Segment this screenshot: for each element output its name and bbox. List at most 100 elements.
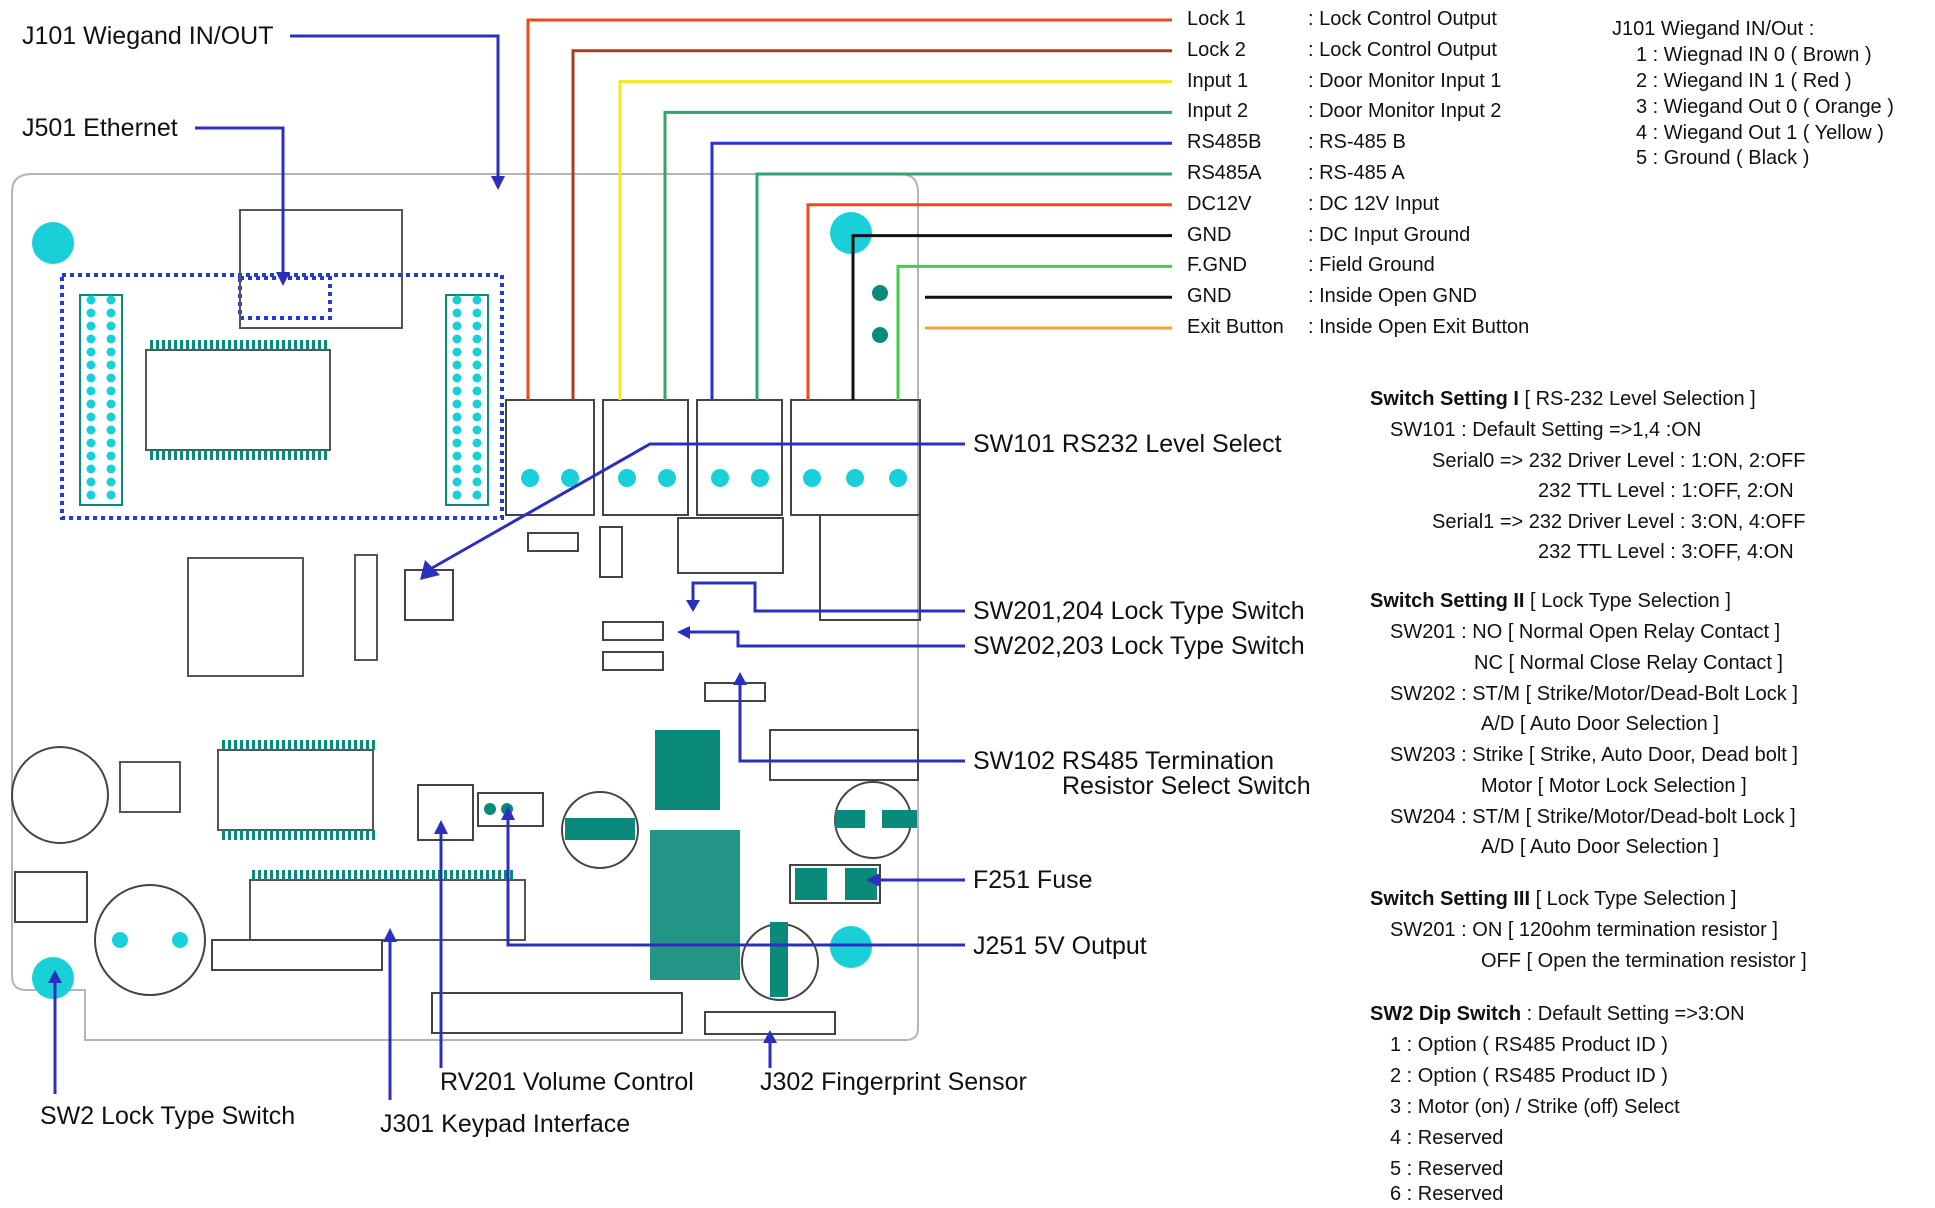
setting1-title: Switch Setting I: [1370, 388, 1519, 410]
power-parts: [11, 730, 917, 1001]
callout-sw2: SW2 Lock Type Switch: [40, 1102, 296, 1130]
setting2-line: NC [ Normal Close Relay Contact ]: [1474, 652, 1783, 674]
wire-label: RS485B: [1187, 131, 1262, 154]
wire-description: : Inside Open Exit Button: [1308, 316, 1530, 338]
setting1-heading: Switch Setting I [ RS-232 Level Selectio…: [1370, 388, 1756, 411]
sw2dip-line: 4 : Reserved: [1390, 1127, 1504, 1149]
bottom-connectors: [211, 784, 836, 1035]
setting2-line: SW202 : ST/M [ Strike/Motor/Dead-Bolt Lo…: [1390, 683, 1798, 705]
ethernet-chip-outline: [238, 276, 332, 320]
wiegand-item: 3 : Wiegand Out 0 ( Orange ): [1636, 96, 1894, 118]
wire-label: Input 1: [1187, 69, 1249, 92]
ethernet-module-outline: [60, 273, 504, 520]
wire-label: GND: [1187, 223, 1232, 246]
callout-sw202: SW202,203 Lock Type Switch: [973, 632, 1305, 660]
setting2-heading: Switch Setting II [ Lock Type Selection …: [1370, 590, 1731, 613]
wire-label: Exit Button: [1187, 316, 1284, 338]
sw2dip-line: 6 : Reserved: [1390, 1183, 1504, 1205]
sw2dip-subtitle: : Default Setting =>3:ON: [1521, 1003, 1745, 1025]
wiegand-item: 4 : Wiegand Out 1 ( Yellow ): [1636, 122, 1884, 144]
wire-description: : Door Monitor Input 2: [1308, 100, 1502, 123]
sw2dip-line: 2 : Option ( RS485 Product ID ): [1390, 1065, 1668, 1087]
setting2-line: A/D [ Auto Door Selection ]: [1481, 713, 1719, 735]
wire-label: GND: [1187, 285, 1232, 308]
wire-description: : RS-485 A: [1308, 162, 1405, 184]
wire-label: DC12V: [1187, 192, 1252, 215]
header-left: [79, 294, 489, 506]
setting1-line: Serial1 => 232 Driver Level : 3:ON, 4:OF…: [1432, 511, 1806, 533]
wiegand-item: 5 : Ground ( Black ): [1636, 147, 1810, 169]
mount-hole: [32, 222, 74, 264]
ic-pins: [150, 340, 513, 880]
setting1-line: Serial0 => 232 Driver Level : 1:ON, 2:OF…: [1432, 450, 1806, 472]
callout-leaders: [53, 34, 965, 1100]
terminal-blocks: [505, 399, 921, 781]
wire-lead: [806, 203, 1172, 400]
wire-lead: [618, 80, 1172, 400]
setting2-line: SW204 : ST/M [ Strike/Motor/Dead-bolt Lo…: [1390, 806, 1796, 828]
setting3-line: SW201 : ON [ 120ohm termination resistor…: [1390, 919, 1778, 941]
header-pins: [86, 295, 482, 500]
setting1-line: SW101 : Default Setting =>1,4 :ON: [1390, 419, 1702, 441]
wire-lead: [663, 110, 1172, 400]
setting2-line: SW203 : Strike [ Strike, Auto Door, Dead…: [1390, 744, 1798, 766]
callout-rv201: RV201 Volume Control: [440, 1068, 694, 1096]
wire-description: : Lock Control Output: [1308, 8, 1497, 30]
setting2-line: A/D [ Auto Door Selection ]: [1481, 836, 1719, 858]
callout-sw101: SW101 RS232 Level Select: [973, 430, 1282, 458]
wire-description: : Door Monitor Input 1: [1308, 69, 1502, 92]
wire-label: Lock 2: [1187, 38, 1246, 61]
sw2dip-title: SW2 Dip Switch: [1370, 1003, 1522, 1025]
wire-label: Lock 1: [1187, 8, 1246, 30]
setting3-title: Switch Setting III: [1370, 888, 1531, 910]
wire-description: : RS-485 B: [1308, 131, 1406, 154]
wire-label: F.GND: [1187, 254, 1247, 277]
callout-sw102-line1: SW102 RS485 Termination: [973, 747, 1275, 775]
wire-description: : Inside Open GND: [1308, 285, 1477, 308]
setting2-title: Switch Setting II: [1370, 590, 1525, 612]
callout-arrowheads: [48, 176, 880, 1043]
setting1-line: 232 TTL Level : 3:OFF, 4:ON: [1538, 541, 1794, 563]
callout-j301: J301 Keypad Interface: [380, 1110, 631, 1138]
callout-sw102-line2: Resistor Select Switch: [1062, 772, 1311, 800]
wire-description: : DC Input Ground: [1308, 223, 1471, 246]
wire-description: : Lock Control Output: [1308, 38, 1497, 61]
wire-lead: [851, 234, 1172, 400]
setting3-heading: Switch Setting III [ Lock Type Selection…: [1370, 888, 1736, 911]
callout-j101: J101 Wiegand IN/OUT: [22, 22, 274, 50]
wire-leads: [526, 18, 1172, 400]
wire-label: Input 2: [1187, 100, 1249, 123]
setting2-subtitle: [ Lock Type Selection ]: [1524, 590, 1731, 612]
setting3-line: OFF [ Open the termination resistor ]: [1481, 950, 1807, 972]
pcb-outline: [11, 173, 919, 1041]
wire-lead: [755, 172, 1172, 400]
mount-hole: [830, 212, 872, 254]
wire-lead: [710, 141, 1172, 400]
callout-j501: J501 Ethernet: [22, 114, 178, 142]
mount-hole: [830, 926, 872, 968]
wire-lead: [571, 49, 1172, 400]
callout-sw201: SW201,204 Lock Type Switch: [973, 597, 1305, 625]
sw2dip-heading: SW2 Dip Switch : Default Setting =>3:ON: [1370, 1003, 1745, 1026]
callout-f251: F251 Fuse: [973, 866, 1093, 894]
sw2dip-line: 5 : Reserved: [1390, 1158, 1504, 1180]
wire-lead: [896, 264, 1172, 400]
wiegand-item: 2 : Wiegand IN 1 ( Red ): [1636, 70, 1852, 92]
setting1-subtitle: [ RS-232 Level Selection ]: [1518, 388, 1756, 410]
wire-description: : DC 12V Input: [1308, 192, 1440, 215]
callout-j251: J251 5V Output: [973, 932, 1147, 960]
setting2-line: Motor [ Motor Lock Selection ]: [1481, 775, 1747, 797]
setting2-line: SW201 : NO [ Normal Open Relay Contact ]: [1390, 621, 1781, 643]
setting3-subtitle: [ Lock Type Selection ]: [1530, 888, 1737, 910]
wire-label: RS485A: [1187, 162, 1262, 184]
setting1-line: 232 TTL Level : 1:OFF, 2:ON: [1538, 480, 1794, 502]
wire-description: : Field Ground: [1308, 254, 1435, 277]
callout-j302: J302 Fingerprint Sensor: [760, 1068, 1027, 1096]
wiegand-item: 1 : Wiegnad IN 0 ( Brown ): [1636, 44, 1872, 66]
wiegand-title: J101 Wiegand IN/Out :: [1612, 18, 1815, 40]
sw2dip-line: 3 : Motor (on) / Strike (off) Select: [1390, 1096, 1680, 1118]
terminal-pads: [521, 285, 907, 487]
wire-lead: [526, 18, 1172, 400]
sw2dip-line: 1 : Option ( RS485 Product ID ): [1390, 1034, 1668, 1056]
